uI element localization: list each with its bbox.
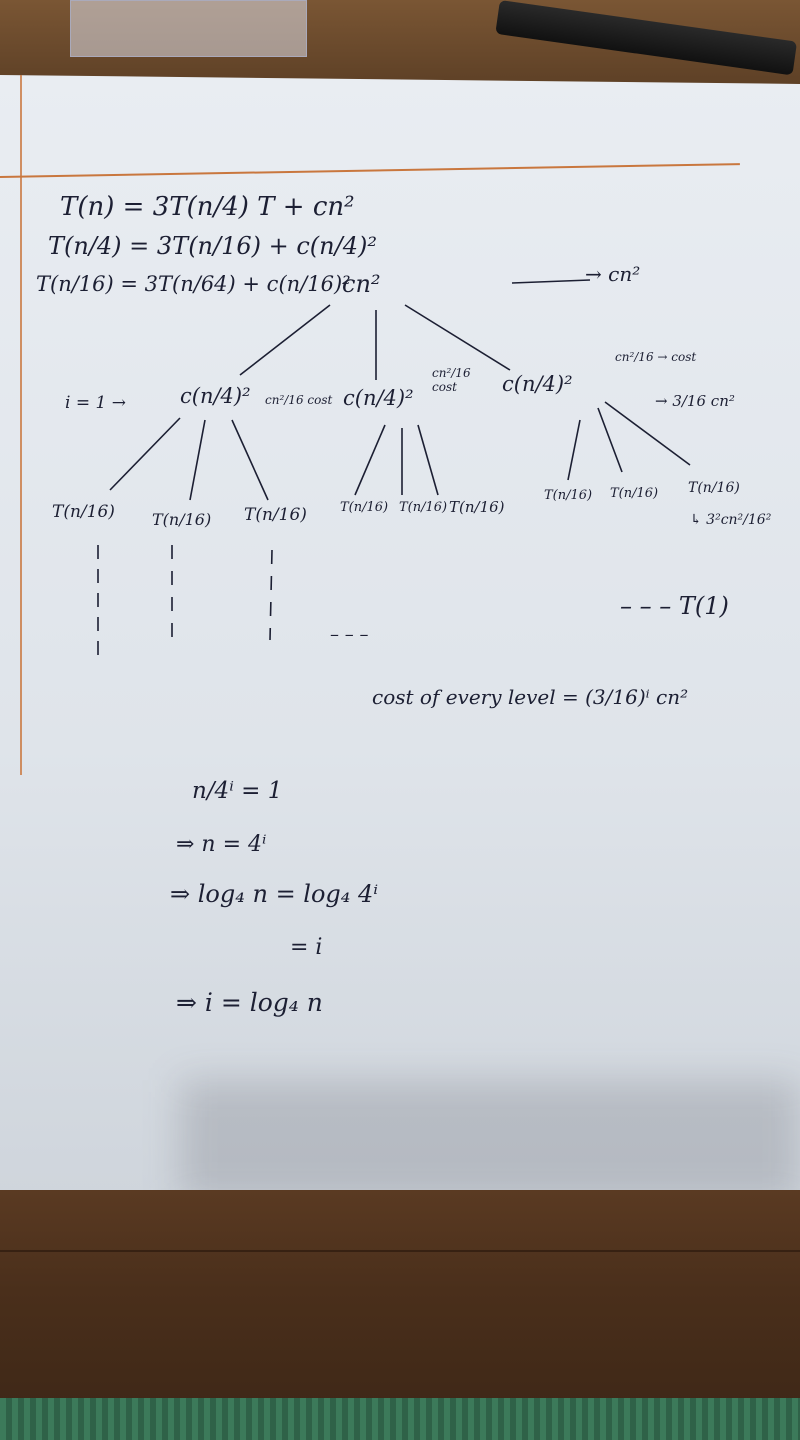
level2-node-8: T(n/16) [610, 486, 659, 501]
level2-node-7: T(n/16) [544, 488, 593, 503]
level2-node-1: T(n/16) [52, 502, 115, 522]
derivation-step-4: = i [290, 935, 323, 960]
level1-total: → 3/16 cn² [655, 392, 735, 410]
level2-node-3: T(n/16) [244, 505, 307, 525]
tree-ellipsis: – – – [330, 624, 369, 645]
level2-node-9: T(n/16) [688, 480, 740, 496]
page-shadow [180, 1080, 800, 1200]
root-cost: → cn² [585, 262, 641, 286]
equation-line-1: T(n) = 3T(n/4) T + cn² [60, 192, 355, 222]
level1-node-1: c(n/4)² [180, 384, 251, 408]
level2-annotation: ↳ 3²cn²/16² [690, 512, 772, 528]
level2-node-4: T(n/16) [340, 500, 389, 515]
level1-annotation-1: cn²/16 cost [265, 393, 333, 407]
level1-node-3: c(n/4)² [502, 372, 573, 396]
desk-grain [0, 1250, 800, 1252]
tree-leaf: – – – T(1) [620, 592, 729, 620]
level1-annotation-2: cn²/16 cost [432, 366, 471, 394]
level-label: i = 1 → [65, 393, 126, 413]
cloth-strip [0, 1398, 800, 1440]
level2-node-5: T(n/16) [399, 500, 448, 515]
level2-node-6: T(n/16) [449, 498, 505, 516]
level1-annotation-3: cn²/16 → cost [615, 350, 697, 364]
level2-node-2: T(n/16) [152, 510, 212, 529]
margin-line [20, 75, 22, 775]
level1-node-2: c(n/4)² [343, 386, 414, 410]
plastic-bag [70, 0, 307, 57]
equation-line-2: T(n/4) = 3T(n/16) + c(n/4)² [48, 232, 377, 260]
derivation-step-1: n/4ⁱ = 1 [192, 778, 283, 804]
derivation-step-2: ⇒ n = 4ⁱ [176, 832, 267, 857]
notebook-page [0, 75, 800, 1195]
equation-line-3: T(n/16) = 3T(n/64) + c(n/16)² [36, 272, 351, 296]
level-cost-formula: cost of every level = (3/16)ⁱ cn² [372, 685, 689, 709]
tree-root: cn² [342, 270, 381, 298]
derivation-step-3: ⇒ log₄ n = log₄ 4ⁱ [170, 880, 379, 908]
derivation-step-5: ⇒ i = log₄ n [176, 988, 323, 1017]
